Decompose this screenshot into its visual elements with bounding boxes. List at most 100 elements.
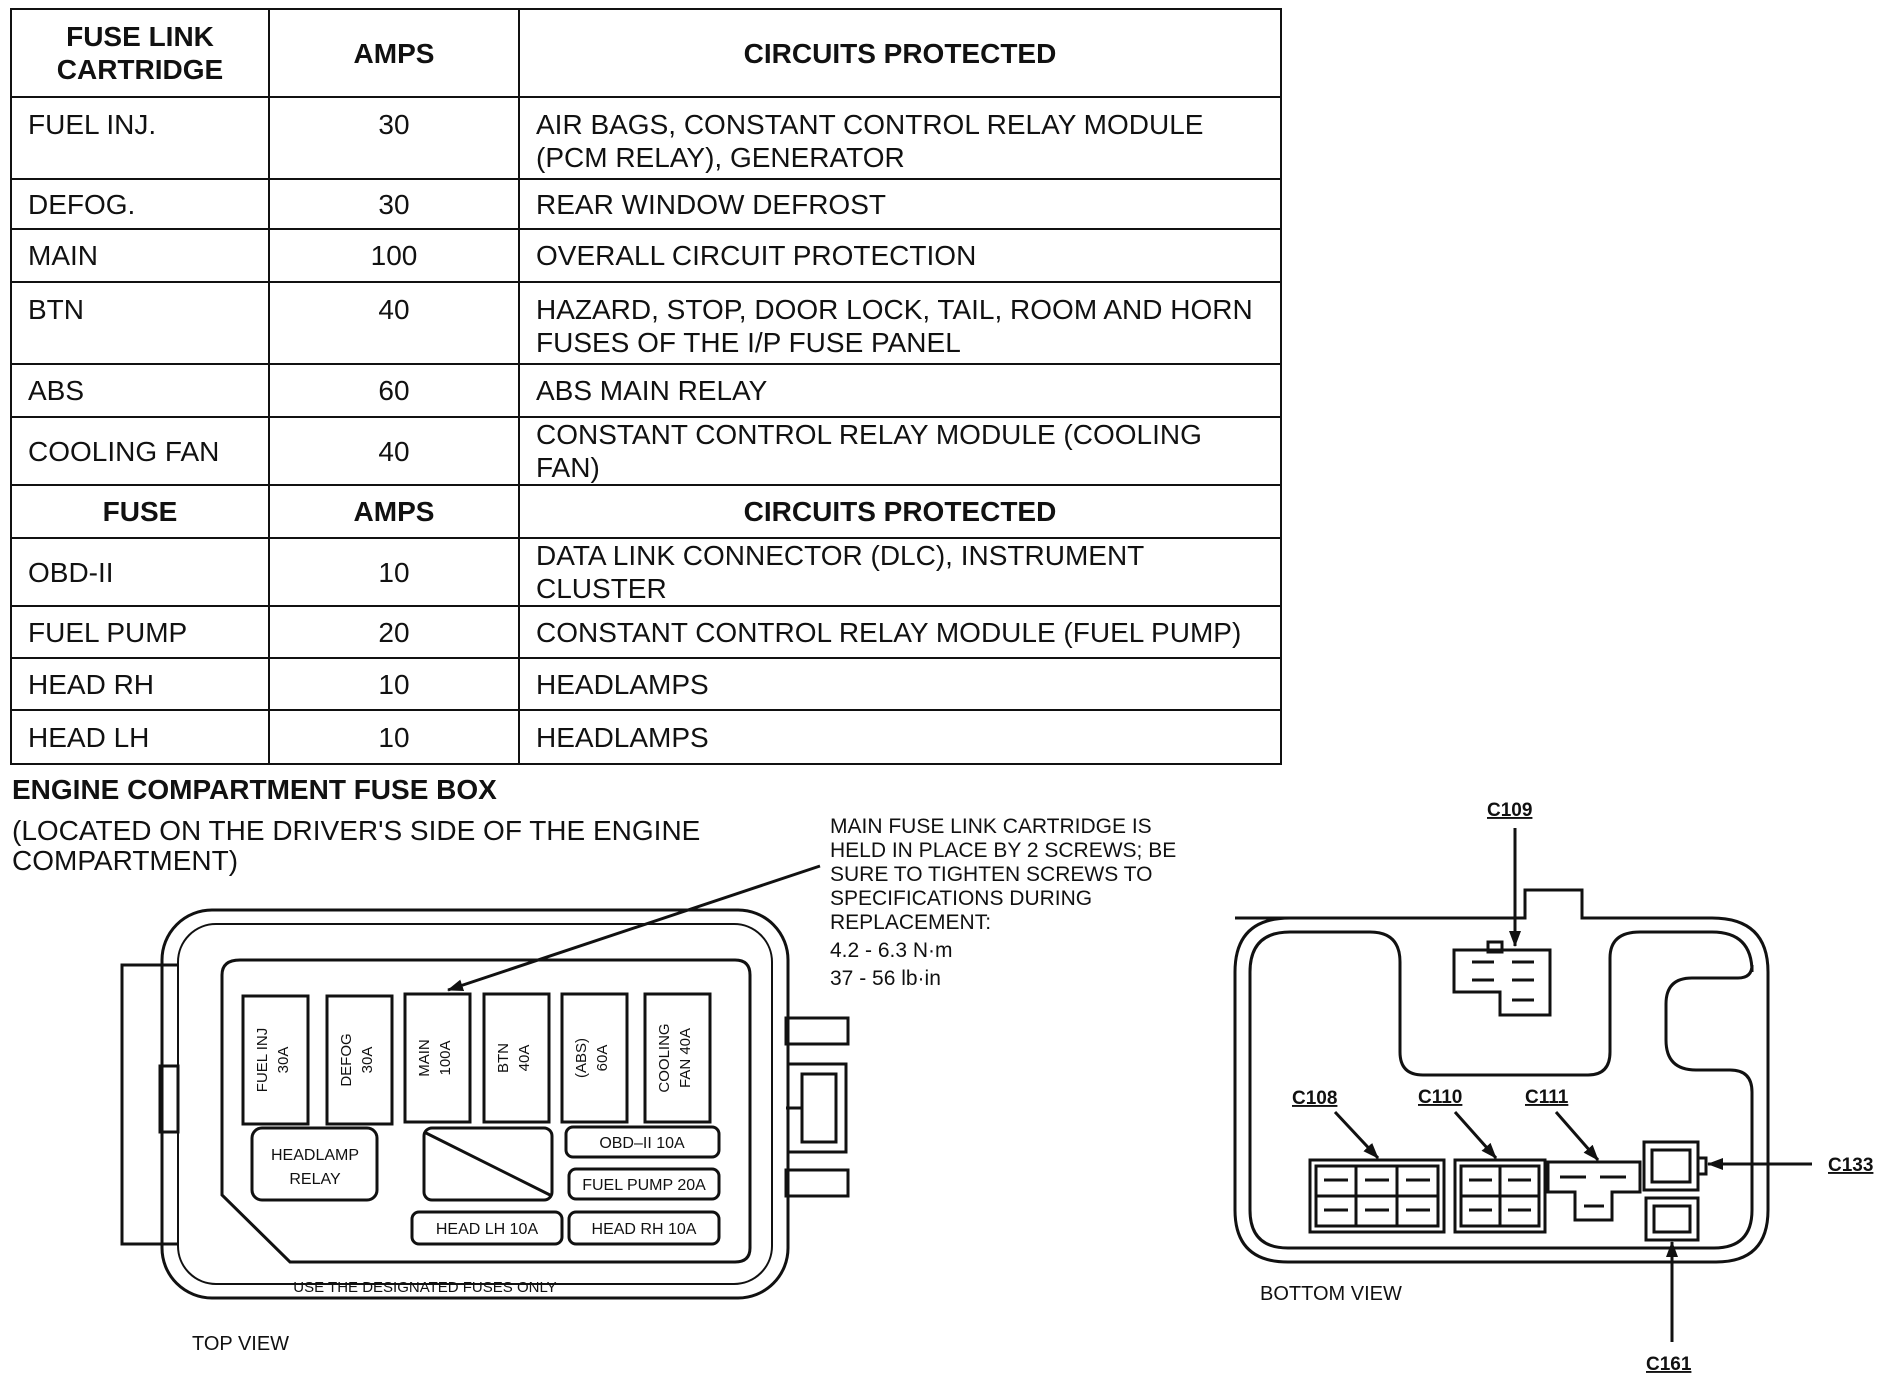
bottom-view-housing-outer bbox=[1233, 888, 1770, 1264]
cartridge-label-btn: BTN bbox=[495, 1043, 512, 1073]
row-circuits: HEADLAMPS bbox=[518, 657, 1282, 711]
note-text: MAIN FUSE LINK CARTRIDGE IS HELD IN PLAC… bbox=[830, 815, 1177, 934]
label-c110: C110 bbox=[1418, 1087, 1462, 1108]
fuse-table: FUSE LINK CARTRIDGE AMPS CIRCUITS PROTEC… bbox=[10, 8, 1282, 765]
table-row: COOLING FAN 40 CONSTANT CONTROL RELAY MO… bbox=[10, 416, 1282, 486]
label-c108: C108 bbox=[1292, 1088, 1337, 1109]
row-amps: 100 bbox=[268, 228, 520, 283]
fuse-panel-outline bbox=[220, 958, 752, 1264]
fuse-obd-ii bbox=[564, 1125, 721, 1159]
label-c109: C109 bbox=[1487, 800, 1532, 821]
table-row: HEAD LH 10 HEADLAMPS bbox=[10, 709, 1282, 765]
c111-pointer-arrow bbox=[1554, 1111, 1600, 1161]
row-amps: 30 bbox=[268, 96, 520, 180]
cartridge-abs bbox=[560, 992, 629, 1124]
row-name: HEAD LH bbox=[10, 709, 270, 765]
top-view-side-connectors bbox=[784, 1016, 850, 1198]
designated-fuses-note: USE THE DESIGNATED FUSES ONLY bbox=[293, 1279, 556, 1296]
top-view-label: TOP VIEW bbox=[192, 1333, 289, 1355]
connector-c111 bbox=[1546, 1160, 1642, 1222]
section-title: ENGINE COMPARTMENT FUSE BOX bbox=[12, 774, 497, 805]
cartridge-amps-abs: 60A bbox=[594, 1045, 611, 1072]
row-name: MAIN bbox=[10, 228, 270, 283]
fuse-label-fuel-pump: FUEL PUMP 20A bbox=[582, 1177, 706, 1194]
table-row: FUEL PUMP 20 CONSTANT CONTROL RELAY MODU… bbox=[10, 605, 1282, 659]
headlamp-relay-label-1: HEADLAMP bbox=[271, 1147, 359, 1164]
row-circuits: ABS MAIN RELAY bbox=[518, 363, 1282, 418]
row-circuits: AIR BAGS, CONSTANT CONTROL RELAY MODULE … bbox=[518, 96, 1282, 180]
cartridge-amps-fuel-inj: 30A bbox=[275, 1047, 292, 1074]
header-amps: AMPS bbox=[268, 8, 520, 98]
connector-c109 bbox=[1452, 940, 1552, 1017]
row-name: BTN bbox=[10, 281, 270, 365]
cartridge-amps-btn: 40A bbox=[516, 1045, 533, 1072]
relay-slot-diagonal bbox=[423, 1130, 553, 1198]
row-circuits: HEADLAMPS bbox=[518, 709, 1282, 765]
headlamp-relay-label-2: RELAY bbox=[289, 1171, 341, 1188]
headlamp-relay bbox=[250, 1126, 379, 1202]
fuse-label-head-lh: HEAD LH 10A bbox=[436, 1221, 539, 1238]
replacement-note: MAIN FUSE LINK CARTRIDGE IS HELD IN PLAC… bbox=[830, 815, 1190, 991]
fuse-link-header-row: FUSE LINK CARTRIDGE AMPS CIRCUITS PROTEC… bbox=[10, 8, 1282, 98]
relay-slot bbox=[422, 1126, 554, 1202]
row-circuits: DATA LINK CONNECTOR (DLC), INSTRUMENT CL… bbox=[518, 537, 1282, 607]
header-fuse: FUSE bbox=[10, 484, 270, 539]
cartridge-amps-defog: 30A bbox=[359, 1047, 376, 1074]
fuse-header-row: FUSE AMPS CIRCUITS PROTECTED bbox=[10, 484, 1282, 539]
row-amps: 30 bbox=[268, 178, 520, 230]
cartridge-btn bbox=[482, 992, 551, 1124]
c108-pointer-arrow bbox=[1333, 1110, 1380, 1160]
table-row: OBD-II 10 DATA LINK CONNECTOR (DLC), INS… bbox=[10, 537, 1282, 607]
row-name: ABS bbox=[10, 363, 270, 418]
row-name: OBD-II bbox=[10, 537, 270, 607]
fuse-head-rh bbox=[567, 1210, 721, 1246]
row-amps: 60 bbox=[268, 363, 520, 418]
table-row: HEAD RH 10 HEADLAMPS bbox=[10, 657, 1282, 711]
cartridge-fuel-inj bbox=[241, 994, 310, 1126]
table-row: DEFOG. 30 REAR WINDOW DEFROST bbox=[10, 178, 1282, 230]
cartridge-label-defog: DEFOG bbox=[338, 1033, 355, 1086]
row-name: FUEL PUMP bbox=[10, 605, 270, 659]
cartridge-label-abs: (ABS) bbox=[573, 1038, 590, 1078]
row-circuits: CONSTANT CONTROL RELAY MODULE (COOLING F… bbox=[518, 416, 1282, 486]
table-row: FUEL INJ. 30 AIR BAGS, CONSTANT CONTROL … bbox=[10, 96, 1282, 180]
row-amps: 40 bbox=[268, 281, 520, 365]
connector-c161 bbox=[1644, 1196, 1700, 1242]
cartridge-label-fuel-inj: FUEL INJ bbox=[254, 1028, 271, 1092]
label-c111: C111 bbox=[1525, 1087, 1569, 1108]
row-name: HEAD RH bbox=[10, 657, 270, 711]
c110-pointer-arrow bbox=[1453, 1111, 1498, 1159]
connector-c108 bbox=[1308, 1158, 1446, 1234]
cartridge-cooling-fan bbox=[643, 992, 712, 1124]
header-fuse-link-cartridge: FUSE LINK CARTRIDGE bbox=[10, 8, 270, 98]
bottom-view-label: BOTTOM VIEW bbox=[1260, 1283, 1402, 1305]
fuse-label-obd-ii: OBD–II 10A bbox=[599, 1135, 685, 1152]
cartridge-amps-main: 100A bbox=[437, 1040, 454, 1075]
cartridge-defog bbox=[325, 994, 394, 1126]
row-amps: 10 bbox=[268, 537, 520, 607]
cartridge-amps-cooling: FAN 40A bbox=[677, 1028, 694, 1088]
connector-c110 bbox=[1453, 1158, 1547, 1234]
label-c161: C161 bbox=[1646, 1354, 1692, 1375]
table-row: MAIN 100 OVERALL CIRCUIT PROTECTION bbox=[10, 228, 1282, 283]
fuse-fuel-pump bbox=[567, 1167, 721, 1201]
header-circuits-protected: CIRCUITS PROTECTED bbox=[518, 484, 1282, 539]
header-amps: AMPS bbox=[268, 484, 520, 539]
row-circuits: HAZARD, STOP, DOOR LOCK, TAIL, ROOM AND … bbox=[518, 281, 1282, 365]
bottom-view-housing-inner bbox=[1248, 930, 1754, 1250]
header-circuits-protected: CIRCUITS PROTECTED bbox=[518, 8, 1282, 98]
row-name: COOLING FAN bbox=[10, 416, 270, 486]
row-circuits: CONSTANT CONTROL RELAY MODULE (FUEL PUMP… bbox=[518, 605, 1282, 659]
cartridge-label-main: MAIN bbox=[416, 1039, 433, 1077]
torque-nm: 4.2 - 6.3 N·m bbox=[830, 939, 953, 962]
fuse-head-lh bbox=[410, 1210, 564, 1246]
table-row: ABS 60 ABS MAIN RELAY bbox=[10, 363, 1282, 418]
table-row: BTN 40 HAZARD, STOP, DOOR LOCK, TAIL, RO… bbox=[10, 281, 1282, 365]
connector-c133 bbox=[1642, 1140, 1708, 1192]
row-amps: 10 bbox=[268, 709, 520, 765]
row-amps: 10 bbox=[268, 657, 520, 711]
row-amps: 40 bbox=[268, 416, 520, 486]
torque-lbin: 37 - 56 lb·in bbox=[830, 967, 941, 990]
cartridge-label-cooling: COOLING bbox=[656, 1023, 673, 1092]
